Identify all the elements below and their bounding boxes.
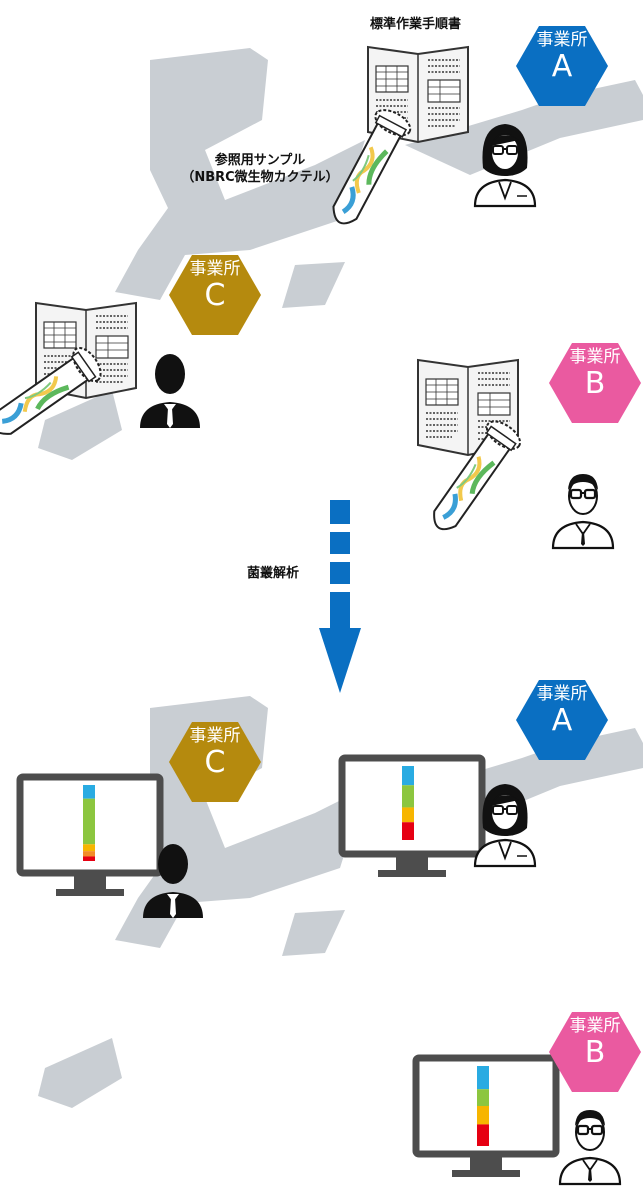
site-c-badge-letter: C (204, 278, 226, 313)
site-b-researcher-icon-bottom (558, 1108, 622, 1186)
site-b-badge-label-bottom: 事業所 B (555, 1016, 635, 1070)
reference-sample-label-line2: （NBRC微生物カクテル） (181, 170, 339, 185)
site-c-badge-label: 事業所 C (175, 259, 255, 313)
site-a-bar-segment-2 (402, 785, 414, 808)
site-b-bar-segment-4 (477, 1124, 489, 1146)
site-b-researcher-icon (551, 472, 615, 550)
japan-map-top (38, 48, 643, 460)
sop-label: 標準作業手順書 (370, 17, 462, 32)
site-c-badge-letter-bottom: C (204, 745, 226, 780)
site-a-bar-segment-3 (402, 807, 414, 823)
site-b-result-bar (477, 1066, 489, 1146)
site-b-badge-title-bottom: 事業所 (569, 1016, 621, 1036)
site-c-bar-segment-1 (83, 785, 95, 799)
analysis-arrow (319, 500, 361, 693)
site-c-researcher-icon (140, 354, 200, 428)
site-c-result-bar (83, 785, 95, 861)
site-c-bar-segment-2 (83, 798, 95, 845)
analysis-label: 菌叢解析 (247, 566, 300, 581)
site-b-badge-label: 事業所 B (555, 347, 635, 401)
site-c-bar-segment-4 (83, 851, 95, 857)
site-b-badge-title: 事業所 (569, 347, 621, 367)
site-a-bar-segment-4 (402, 822, 414, 840)
site-c-badge-title-bottom: 事業所 (189, 726, 241, 746)
site-c-badge-title: 事業所 (189, 259, 241, 279)
site-b-bar-segment-3 (477, 1106, 489, 1125)
site-a-badge-label: 事業所 A (522, 30, 602, 84)
site-b-badge-letter: B (584, 366, 606, 401)
reference-sample-label-line1: 参照用サンプル (214, 153, 306, 168)
site-a-bar-segment-1 (402, 766, 414, 786)
site-b-badge-letter-bottom: B (584, 1035, 606, 1070)
reference-sample-label: 参照用サンプル （NBRC微生物カクテル） (160, 152, 360, 186)
site-c-badge-label-bottom: 事業所 C (175, 726, 255, 780)
site-b-bar-segment-1 (477, 1066, 489, 1090)
site-a-badge-letter-bottom: A (551, 703, 573, 738)
site-b-bar-segment-2 (477, 1089, 489, 1106)
site-a-badge-letter: A (551, 49, 573, 84)
site-c-bar-segment-5 (83, 856, 95, 861)
site-a-badge-title: 事業所 (536, 30, 588, 50)
site-a-badge-title-bottom: 事業所 (536, 684, 588, 704)
site-a-badge-label-bottom: 事業所 A (522, 684, 602, 738)
site-c-bar-segment-3 (83, 844, 95, 852)
site-a-result-bar (402, 766, 414, 840)
